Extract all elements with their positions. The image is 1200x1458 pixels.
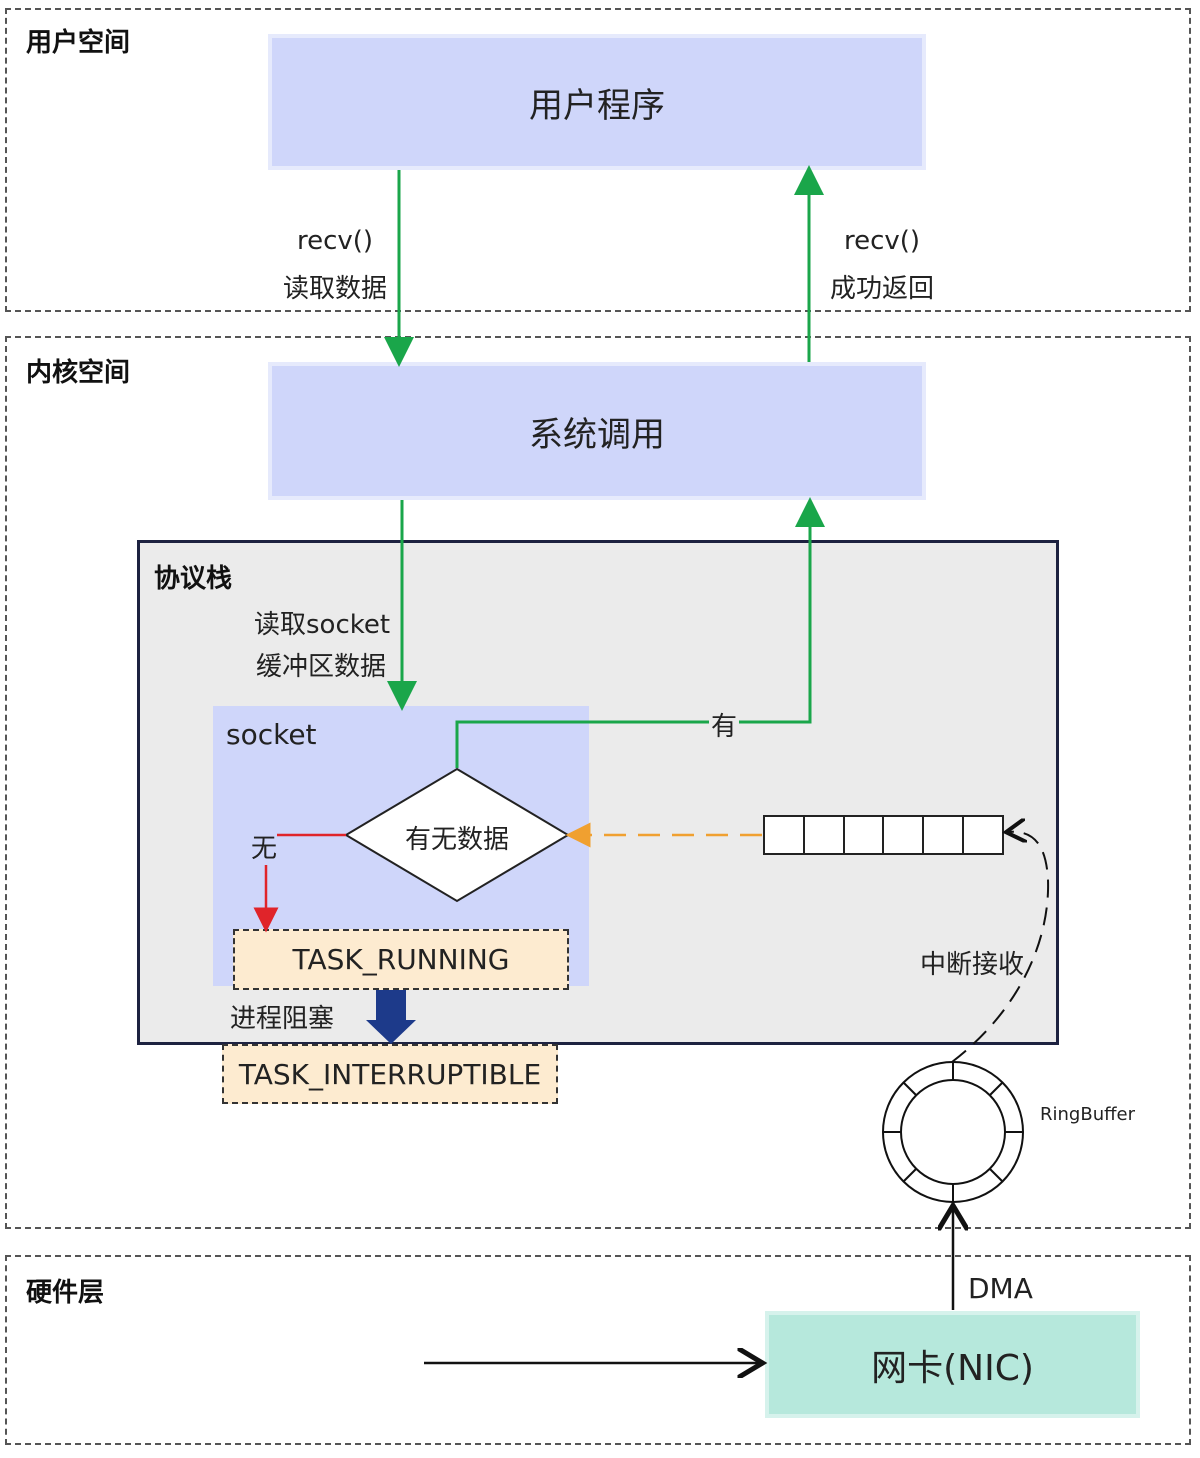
protocol-stack-label: 协议栈 <box>154 564 233 594</box>
read-socket-label-2: 缓冲区数据 <box>256 652 387 682</box>
recv-read-label-1: recv() <box>296 226 374 256</box>
block-arrow <box>366 990 416 1044</box>
read-socket-label-1: 读取socket <box>254 610 391 640</box>
interrupt-receive-label: 中断接收 <box>920 950 1025 980</box>
hardware-zone <box>5 1255 1191 1445</box>
socket-queue <box>763 815 1004 855</box>
recv-return-label-2: 成功返回 <box>829 274 934 304</box>
no-label: 无 <box>251 828 278 865</box>
task-running-box: TASK_RUNNING <box>233 929 569 990</box>
ring-buffer <box>882 1061 1024 1203</box>
dma-label: DMA <box>968 1272 1033 1305</box>
hardware-label: 硬件层 <box>26 1278 105 1308</box>
nic-box: 网卡(NIC) <box>765 1311 1140 1418</box>
user-space-label: 用户空间 <box>26 28 131 58</box>
decision-diamond <box>344 767 570 903</box>
no-path <box>253 833 346 933</box>
kernel-space-zone <box>5 336 1191 1229</box>
kernel-space-label: 内核空间 <box>26 358 131 388</box>
ring-buffer-label: RingBuffer <box>1040 1104 1135 1125</box>
recv-read-label-2: 读取数据 <box>282 274 387 304</box>
blocked-label: 进程阻塞 <box>230 1004 335 1034</box>
decision-label: 有无数据 <box>404 825 509 855</box>
user-space-zone <box>5 8 1191 312</box>
recv-return-label-1: recv() <box>843 226 921 256</box>
yes-path <box>455 497 825 768</box>
socket-label: socket <box>226 718 317 751</box>
syscall-box: 系统调用 <box>268 362 926 500</box>
interrupt-receive-path <box>951 832 1050 1063</box>
user-program-box: 用户程序 <box>268 34 926 170</box>
task-interruptible-box: TASK_INTERRUPTIBLE <box>222 1044 558 1104</box>
yes-label: 有 <box>709 706 740 743</box>
